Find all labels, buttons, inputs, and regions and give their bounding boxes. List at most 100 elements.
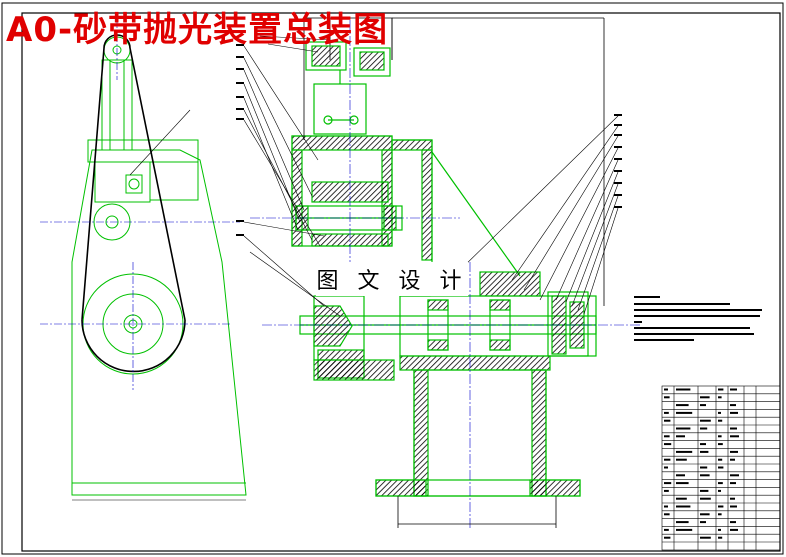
part-number-mark [236, 234, 244, 236]
parts-list-cell-mark [718, 443, 723, 446]
parts-list-cell-mark [730, 505, 737, 508]
part-number-mark [614, 158, 622, 160]
side-view-leader [129, 109, 191, 176]
parts-list-cell-mark [676, 427, 691, 430]
side-view [71, 34, 247, 496]
technical-notes-line [634, 315, 760, 317]
technical-notes-line [634, 327, 750, 329]
side-view-base-frame [71, 149, 247, 496]
parts-list-cell-mark [700, 419, 711, 422]
parts-list-cell-mark [676, 411, 693, 414]
part-number-mark [236, 82, 244, 84]
part-number-mark [236, 220, 244, 222]
part-number-mark [614, 194, 622, 196]
part-number-mark [236, 96, 244, 98]
parts-list-cell-mark [700, 396, 710, 399]
leader-lines-left [243, 35, 341, 317]
part-number-mark [614, 124, 622, 126]
right-flange [547, 291, 589, 357]
top-idler-housing [305, 41, 347, 71]
parts-list-cell-mark [700, 466, 708, 469]
parts-list-cell-mark [664, 419, 671, 422]
part-number-mark [614, 182, 622, 184]
watermark-label: 图 文 设 计 [316, 262, 468, 296]
parts-list-cell-mark [718, 528, 721, 531]
parts-list-cell-mark [718, 396, 722, 399]
parts-list-cell-mark [730, 388, 737, 391]
parts-list-cell-mark [664, 443, 672, 446]
parts-list-cell-mark [718, 489, 721, 492]
front-section-view [291, 17, 597, 497]
parts-list-cell-mark [664, 528, 669, 531]
part-number-mark [614, 134, 622, 136]
technical-notes-line [634, 321, 642, 323]
parts-list-cell-mark [700, 536, 711, 539]
leader-lines-right [459, 115, 619, 315]
parts-list-cell-marks [236, 44, 762, 539]
parts-list-cell-mark [700, 521, 706, 524]
parts-list-cell-mark [718, 505, 724, 508]
parts-list-cell-mark [718, 482, 723, 485]
parts-list-cell-mark [730, 474, 739, 477]
parts-list-cell-mark [700, 474, 710, 477]
parts-list-cell-mark [730, 404, 736, 407]
parts-list-cell-mark [700, 450, 709, 453]
parts-list-cell-mark [700, 513, 710, 516]
parts-list-cell-mark [700, 427, 708, 430]
part-number-mark [236, 108, 244, 110]
parts-list-cell-mark [664, 396, 670, 399]
parts-list-cell-mark [676, 521, 689, 524]
drawing-title: A0-砂带抛光装置总装图 [6, 10, 389, 50]
parts-list-table [661, 385, 781, 551]
technical-notes-line [634, 333, 754, 335]
parts-list-cell-mark [664, 435, 670, 438]
parts-list-cell-mark [730, 497, 735, 500]
side-view-abrasive-belt [81, 47, 186, 321]
parts-list-cell-mark [700, 497, 711, 500]
parts-list-cell-mark [700, 443, 706, 446]
parts-list-cell-mark [718, 411, 721, 414]
parts-list-cell-mark [676, 404, 689, 407]
parts-list-cell-mark [664, 482, 672, 485]
part-number-mark [236, 56, 244, 58]
parts-list-cell-mark [664, 458, 671, 461]
parts-list-cell-mark [730, 411, 738, 414]
parts-list-cell-mark [730, 458, 735, 461]
parts-list-cell-mark [664, 489, 669, 492]
part-number-mark [236, 68, 244, 70]
parts-list-cell-mark [676, 435, 685, 438]
part-number-mark [614, 146, 622, 148]
parts-list-cell-mark [664, 388, 668, 391]
parts-list-cell-mark [664, 536, 671, 539]
parts-list-cell-mark [676, 458, 687, 461]
parts-list-cell-mark [700, 489, 709, 492]
parts-list-cell-mark [676, 474, 685, 477]
parts-list-cell-mark [664, 466, 668, 469]
parts-list-cell-mark [718, 466, 724, 469]
diagonal-support [392, 139, 521, 277]
parts-list-cell-mark [664, 411, 669, 414]
parts-list-cell-mark [664, 505, 668, 508]
parts-list-cell-mark [664, 513, 670, 516]
parts-list-cell-mark [718, 458, 723, 461]
parts-list-cell-mark [718, 419, 723, 422]
parts-list-cell-mark [676, 388, 691, 391]
technical-notes-line [634, 303, 730, 305]
parts-list-cell-mark [676, 450, 693, 453]
parts-list-cell-mark [730, 427, 737, 430]
technical-notes-line [634, 296, 660, 298]
parts-list-cell-mark [676, 497, 687, 500]
parts-list-cell-mark [676, 505, 691, 508]
pedestal [413, 369, 547, 497]
technical-notes-line [634, 309, 762, 311]
parts-list-cell-mark [730, 528, 738, 531]
parts-list-cell-mark [718, 536, 723, 539]
parts-list-cell-mark [730, 435, 739, 438]
parts-list-cell-mark [718, 388, 724, 391]
part-number-mark [236, 118, 244, 120]
parts-list-cell-mark [730, 482, 736, 485]
parts-list-cell-mark [730, 521, 736, 524]
part-number-mark [614, 170, 622, 172]
